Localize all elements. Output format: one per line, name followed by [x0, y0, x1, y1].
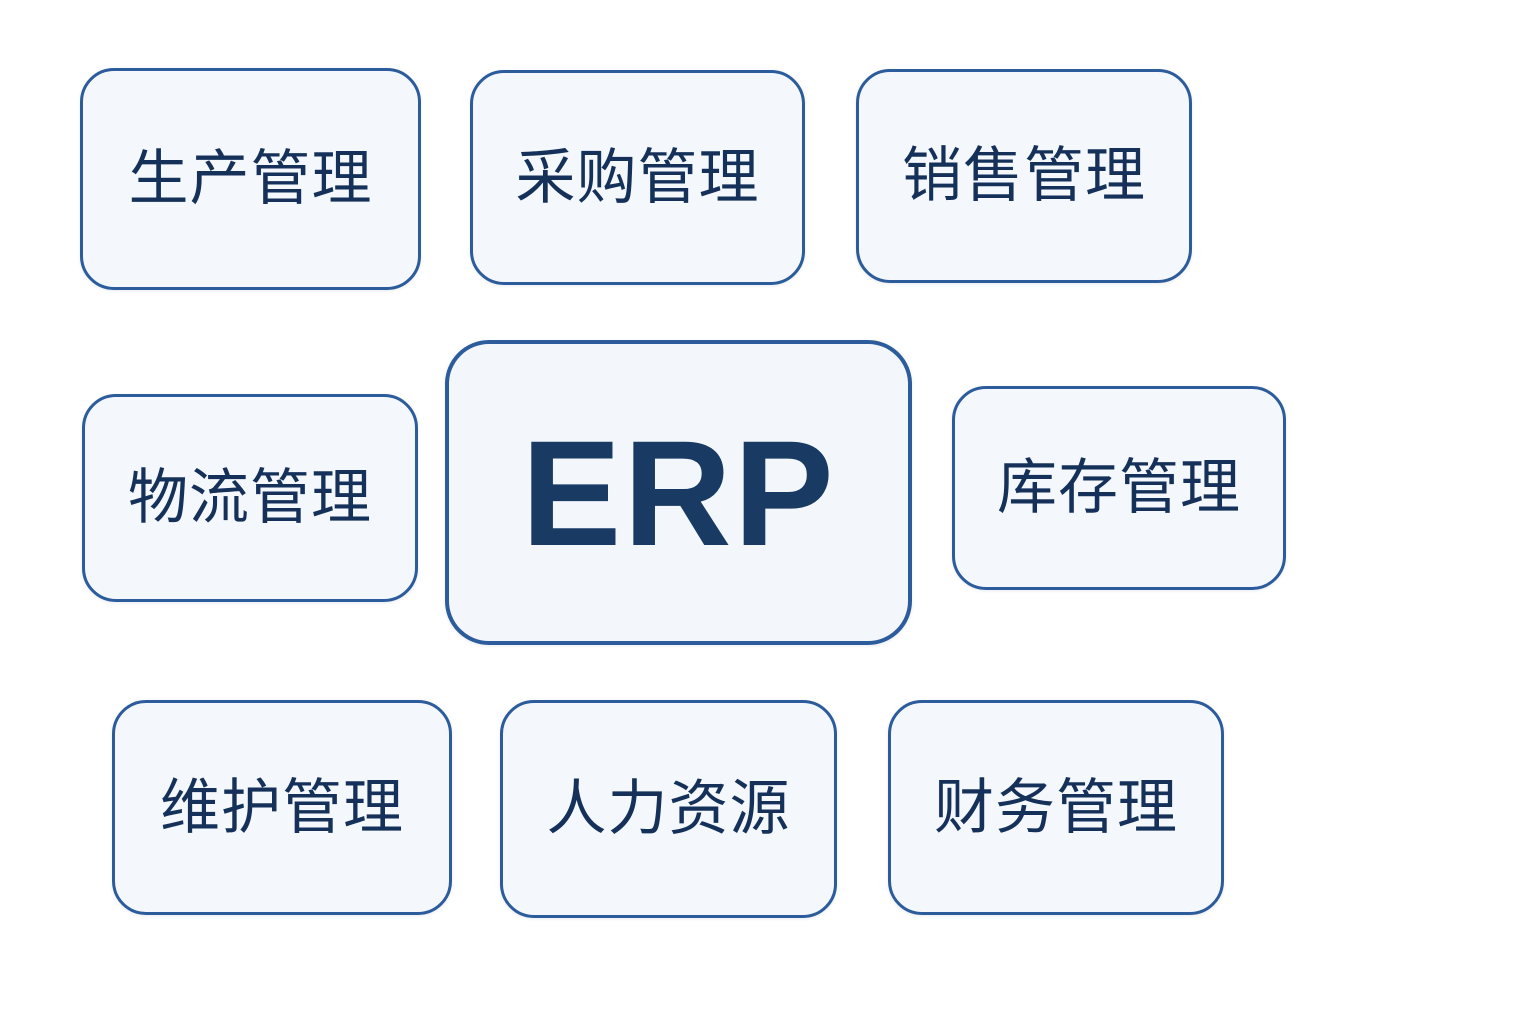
module-node-sales[interactable]: 销售管理 [856, 69, 1192, 283]
center-label-erp: ERP [521, 408, 836, 577]
module-node-finance[interactable]: 财务管理 [888, 700, 1224, 915]
center-node-erp[interactable]: ERP [445, 340, 912, 645]
module-node-inventory[interactable]: 库存管理 [952, 386, 1286, 590]
module-label-logistics: 物流管理 [128, 464, 372, 531]
module-label-finance: 财务管理 [934, 773, 1178, 841]
module-node-logistics[interactable]: 物流管理 [82, 394, 418, 602]
module-label-production: 生产管理 [128, 145, 373, 212]
module-node-maintenance[interactable]: 维护管理 [112, 700, 452, 915]
module-label-maintenance: 维护管理 [160, 773, 404, 841]
module-node-procurement[interactable]: 采购管理 [470, 70, 805, 285]
module-label-hr: 人力资源 [546, 775, 791, 842]
module-node-production[interactable]: 生产管理 [80, 68, 421, 290]
module-label-sales: 销售管理 [902, 142, 1146, 209]
module-node-hr[interactable]: 人力资源 [500, 700, 837, 918]
module-label-inventory: 库存管理 [997, 454, 1241, 521]
module-label-procurement: 采购管理 [515, 143, 760, 211]
